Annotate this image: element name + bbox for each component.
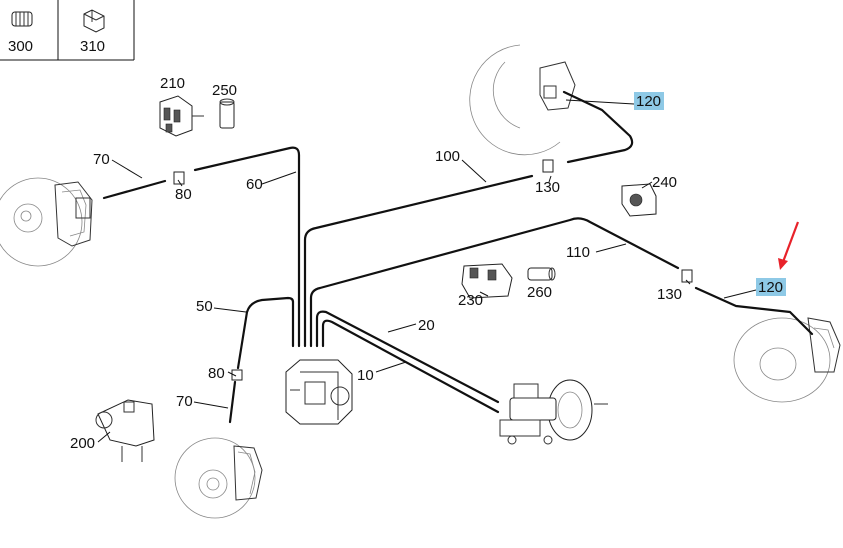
clip-130-right [681, 269, 693, 283]
sensor-bracket-200 [95, 399, 155, 462]
callout-70-bottom[interactable]: 70 [176, 393, 193, 410]
callout-60[interactable]: 60 [246, 176, 263, 193]
callout-20[interactable]: 20 [418, 317, 435, 334]
callout-110[interactable]: 110 [566, 244, 590, 261]
callout-120-right[interactable]: 120 [758, 279, 783, 296]
callout-70-left[interactable]: 70 [93, 151, 110, 168]
brake-pipes [102, 90, 814, 424]
abs-hydraulic-unit [285, 359, 353, 425]
rear-right-brake-disc [733, 317, 841, 403]
brake-master-cylinder [499, 379, 608, 445]
callout-210[interactable]: 210 [160, 75, 185, 92]
callout-240[interactable]: 240 [652, 174, 677, 191]
rear-left-brake-disc [174, 437, 263, 519]
callout-50[interactable]: 50 [196, 298, 213, 315]
pipe-clips [173, 159, 693, 381]
clip-80-bottom [231, 369, 243, 381]
front-right-brake-disc [469, 44, 576, 156]
callout-250[interactable]: 250 [212, 82, 237, 99]
pipe-10 [321, 319, 500, 414]
pipe-120-right [694, 286, 814, 336]
hex-nut-icon [83, 9, 105, 33]
callout-230[interactable]: 230 [458, 292, 483, 309]
callout-80-left[interactable]: 80 [175, 186, 192, 203]
front-left-brake-disc [0, 177, 93, 267]
highlight-120-top [634, 92, 664, 110]
callout-120-top[interactable]: 120 [636, 93, 661, 110]
pipe-120-top [562, 90, 634, 164]
pipe-20 [315, 310, 500, 404]
hose-fitting-icon [11, 11, 33, 27]
parts-legend: 300 310 [0, 0, 135, 61]
callout-leaders [97, 99, 757, 443]
callout-200[interactable]: 200 [70, 435, 95, 452]
callout-130-top[interactable]: 130 [535, 179, 560, 196]
red-pointer-arrow [778, 221, 800, 270]
callout-labels: 70 80 60 210 250 100 130 120 240 110 130… [70, 75, 783, 452]
bracket-part-210 [159, 95, 204, 137]
sleeve-part-260 [527, 267, 556, 281]
pipe-110 [309, 217, 680, 348]
clip-80-left [173, 171, 185, 185]
highlight-120-right [756, 278, 786, 296]
callout-10[interactable]: 10 [357, 367, 374, 384]
callout-80-bottom[interactable]: 80 [208, 365, 225, 382]
pipe-60 [102, 146, 301, 348]
bracket-part-230 [461, 263, 513, 299]
callout-130-right[interactable]: 130 [657, 286, 682, 303]
pipe-50 [236, 296, 295, 370]
pipe-100 [303, 174, 534, 348]
legend-label-310: 310 [80, 38, 105, 55]
clip-130-top [542, 159, 554, 173]
sleeve-part-250 [219, 98, 235, 129]
callout-260[interactable]: 260 [527, 284, 552, 301]
callout-100[interactable]: 100 [435, 148, 460, 165]
legend-label-300: 300 [8, 38, 33, 55]
clamp-part-240 [621, 183, 657, 217]
pipe-70-bottom [228, 380, 237, 424]
